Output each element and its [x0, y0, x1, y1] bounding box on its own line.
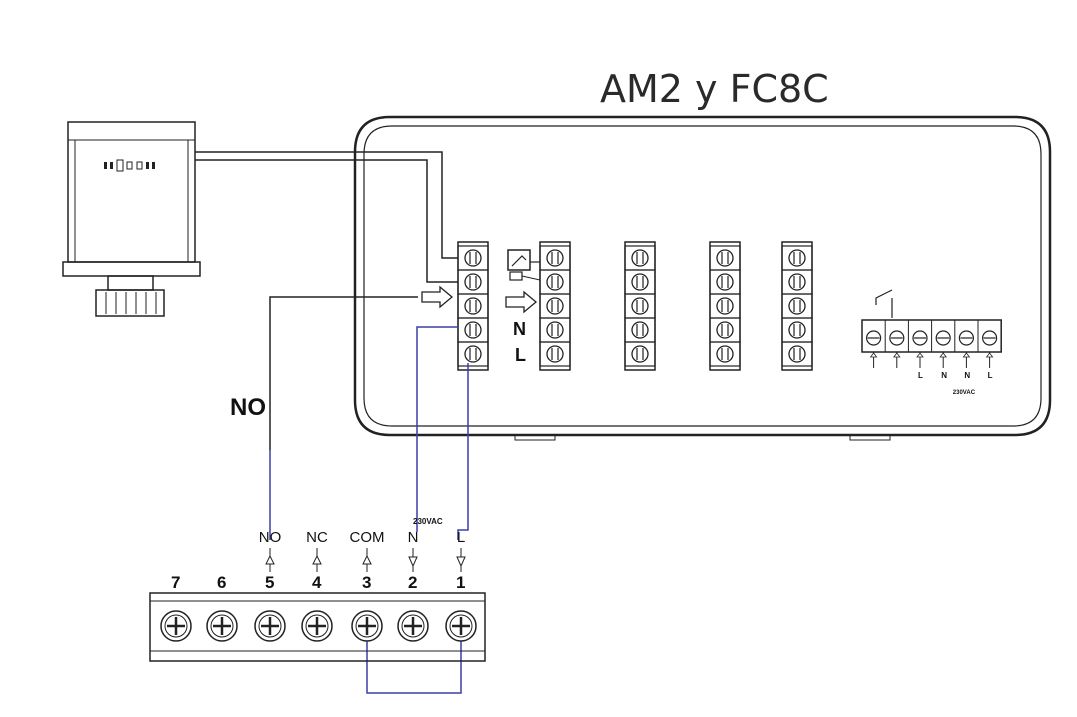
terminal-block-1	[457, 241, 489, 371]
terminal-screw	[464, 321, 482, 339]
terminal-screw	[464, 345, 482, 363]
relay-terminal-number: 3	[362, 573, 371, 592]
terminal-screw	[546, 345, 564, 363]
relay-terminal-screw	[160, 610, 192, 642]
relay-terminal-number: 1	[456, 573, 465, 592]
relay-terminal-screw	[206, 610, 238, 642]
terminal-screw	[788, 345, 806, 363]
diagram-title: AM2 y FC8C	[600, 67, 829, 111]
terminal-screw	[788, 273, 806, 291]
wire-l	[457, 363, 469, 540]
terminal-screw	[546, 297, 564, 315]
terminal-screw	[546, 249, 564, 267]
terminal-screw	[631, 273, 649, 291]
power-terminal-screw	[958, 330, 975, 346]
voltage-label: 230VAC	[413, 517, 443, 526]
terminal-screw	[788, 249, 806, 267]
power-terminal-screw	[935, 330, 951, 346]
power-block-sublabel: 230VAC	[953, 390, 976, 396]
terminal-screw	[464, 273, 482, 291]
relay-terminal-number: 2	[408, 573, 417, 592]
terminal-screw	[716, 345, 734, 363]
power-terminal-label: L	[918, 371, 923, 380]
terminal-screw	[464, 249, 482, 267]
wire-label-no: NO	[230, 394, 266, 421]
bridge-wire-com-l	[366, 640, 462, 694]
relay-terminal-number: 4	[312, 573, 322, 592]
terminal-block-2	[539, 241, 571, 371]
relay-terminal-screw	[351, 610, 383, 642]
terminal-screw	[631, 345, 649, 363]
relay-module	[149, 592, 486, 662]
relay-terminal-screw	[397, 610, 429, 642]
power-terminal-label: L	[988, 371, 993, 380]
terminal-screw	[788, 321, 806, 339]
input-arrow-2	[505, 290, 538, 314]
terminal-screw	[631, 249, 649, 267]
terminal-block-3	[624, 241, 656, 371]
terminal-screw	[464, 297, 482, 315]
power-terminal-label: N	[964, 371, 970, 380]
power-terminal-screw	[981, 330, 998, 346]
terminal-screw	[546, 273, 564, 291]
relay-terminal-number: 5	[265, 573, 274, 592]
actuator-device	[62, 121, 201, 317]
actuator-cable	[195, 151, 458, 283]
terminal-screw	[631, 297, 649, 315]
relay-terminal-number: 6	[217, 573, 226, 592]
wire-n	[416, 326, 458, 532]
terminal-screw	[716, 297, 734, 315]
controller-label-l: L	[515, 345, 526, 365]
power-terminal-block: L N N L 230VAC	[861, 289, 1002, 396]
terminal-screw	[788, 297, 806, 315]
relay-terminal-label: COM	[350, 529, 385, 546]
terminal-screw	[716, 249, 734, 267]
power-terminal-screw	[889, 330, 905, 346]
relay-terminal-screw	[301, 610, 333, 642]
terminal-block-4	[709, 241, 741, 371]
terminal-block-5	[781, 241, 813, 371]
relay-terminal-screw	[254, 610, 286, 642]
terminal-screw	[631, 321, 649, 339]
actuator-knob	[95, 275, 165, 317]
input-arrow-1	[421, 285, 454, 309]
pump-symbol	[507, 249, 541, 281]
relay-terminal-label: NC	[306, 529, 328, 546]
power-terminal-label: N	[941, 371, 947, 380]
power-terminal-screw	[865, 330, 882, 346]
controller-housing	[353, 115, 1052, 441]
relay-terminals: 7 6 5 NO 4 NC 3 COM 2 N 1 L	[160, 529, 477, 642]
terminal-screw	[716, 273, 734, 291]
relay-terminal-label: L	[457, 529, 465, 546]
terminal-screw	[546, 321, 564, 339]
wire-no	[269, 296, 418, 540]
relay-terminal-label: N	[408, 529, 419, 546]
relay-terminal-label: NO	[259, 529, 282, 546]
relay-terminal-number: 7	[171, 573, 180, 592]
power-terminal-screw	[912, 330, 928, 346]
terminal-screw	[716, 321, 734, 339]
relay-terminal-screw	[445, 610, 477, 642]
controller-label-n: N	[513, 319, 526, 339]
led-indicators	[104, 159, 155, 172]
